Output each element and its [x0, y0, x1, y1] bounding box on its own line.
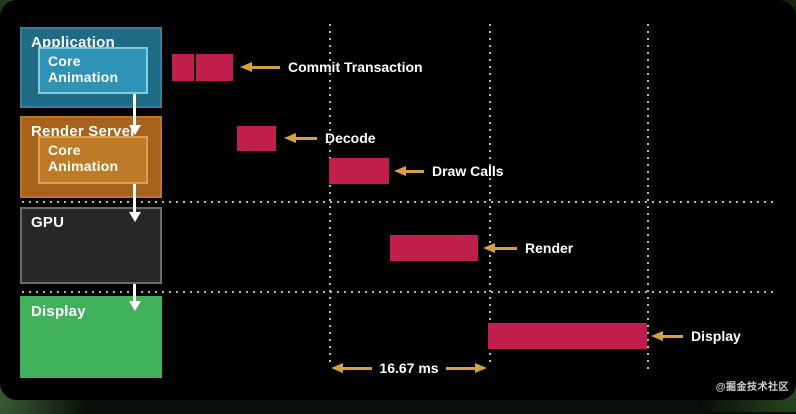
- flow-arrow-app-to-render-server-icon: [128, 94, 141, 135]
- core-animation-label: Core Animation: [48, 142, 119, 174]
- annotation-label: Decode: [325, 130, 376, 146]
- timing-bar-display: [488, 323, 647, 349]
- arrow-left-head-icon: [331, 363, 343, 373]
- annotation-display: Display: [651, 327, 741, 345]
- row-divider-line-2: [22, 291, 778, 293]
- watermark: @掘金技术社区: [715, 382, 789, 393]
- frame-boundary-line-1: [329, 24, 331, 366]
- left-arrow-icon: [284, 133, 317, 143]
- annotation-label: Draw Calls: [432, 163, 504, 179]
- render-server-core-animation-box: Core Animation: [38, 136, 148, 184]
- frame-boundary-line-3: [647, 24, 649, 374]
- application-core-animation-box: Core Animation: [38, 47, 148, 94]
- annotation-draw-calls: Draw Calls: [394, 162, 504, 180]
- left-arrow-icon: [483, 243, 517, 253]
- gpu-label: GPU: [31, 214, 65, 231]
- frame-boundary-line-2: [489, 24, 491, 366]
- timing-bar-draw-calls: [329, 158, 389, 184]
- left-arrow-icon: [394, 166, 424, 176]
- timing-bar-commit-transaction-2: [196, 54, 233, 81]
- left-arrow-icon: [651, 331, 683, 341]
- annotation-commit-transaction: Commit Transaction: [240, 58, 423, 76]
- timing-bar-render: [390, 235, 478, 261]
- flow-arrow-render-server-to-gpu-icon: [128, 184, 141, 222]
- arrow-right-head-icon: [475, 363, 488, 373]
- gpu-stage-box: GPU: [20, 207, 162, 284]
- core-animation-label: Core Animation: [48, 53, 119, 85]
- slide-canvas: Application Core Animation Render Server…: [0, 0, 796, 400]
- render-server-label: Render Server: [31, 123, 137, 140]
- annotation-render: Render: [483, 239, 573, 257]
- annotation-label: Display: [691, 328, 741, 344]
- frame-interval-ruler: 16.67 ms: [331, 360, 488, 376]
- render-server-stage-box: Render Server Core Animation: [20, 116, 162, 198]
- timing-bar-commit-transaction-1: [172, 54, 194, 81]
- annotation-label: Render: [525, 240, 574, 256]
- annotation-decode: Decode: [284, 129, 376, 147]
- annotation-label: Commit Transaction: [288, 59, 423, 75]
- flow-arrow-gpu-to-display-icon: [128, 284, 141, 311]
- frame-interval-label: 16.67 ms: [379, 360, 439, 376]
- left-arrow-icon: [240, 62, 280, 72]
- timing-bar-decode: [237, 126, 276, 151]
- row-divider-line-1: [22, 201, 778, 203]
